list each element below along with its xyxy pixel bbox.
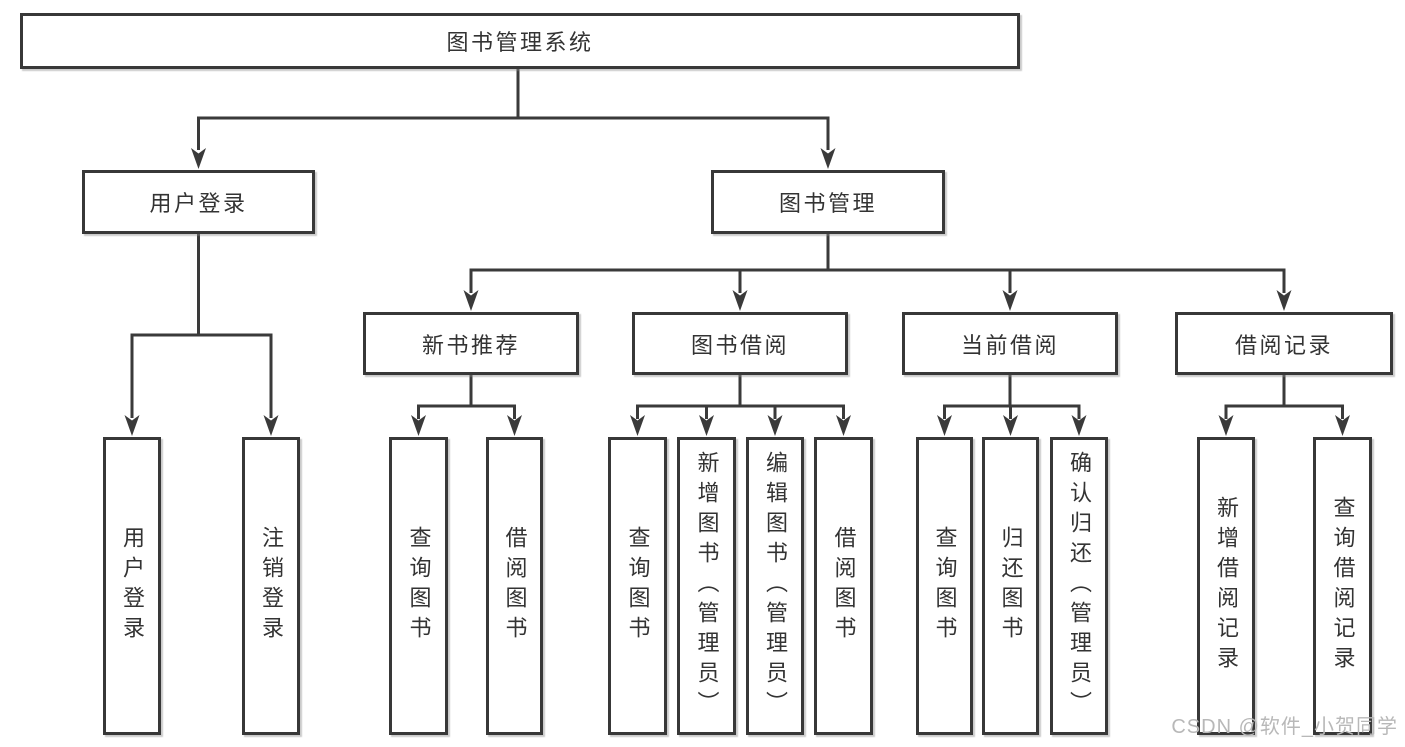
node-borrow-query-books: 查询图书 — [608, 437, 667, 735]
node-confirm-return-admin: 确认归还（管理员） — [1050, 437, 1108, 735]
arrowhead — [699, 415, 714, 436]
node-user-login: 用户登录 — [82, 170, 315, 234]
node-current-query-books: 查询图书 — [916, 437, 973, 735]
node-logout-action: 注销登录 — [242, 437, 300, 735]
connector-borrow-records-to-children — [1224, 375, 1344, 419]
node-book-management: 图书管理 — [711, 170, 945, 234]
arrowhead — [507, 415, 522, 436]
node-root-system: 图书管理系统 — [20, 13, 1020, 69]
arrowhead — [463, 290, 479, 311]
arrowhead — [1218, 415, 1234, 436]
node-user-login-action: 用户登录 — [103, 437, 161, 735]
arrowhead — [630, 415, 645, 436]
arrowhead — [1002, 290, 1018, 311]
arrowhead — [263, 415, 279, 436]
csdn-watermark: CSDN @软件_小贺同学 — [1171, 716, 1398, 738]
node-recommend-borrow-books: 借阅图书 — [486, 437, 543, 735]
node-return-books: 归还图书 — [982, 437, 1039, 735]
connector-current-borrow-to-children — [943, 375, 1081, 419]
arrowhead — [411, 415, 426, 436]
connector-user-login-to-children — [130, 234, 273, 418]
node-current-borrow: 当前借阅 — [902, 312, 1118, 375]
arrowhead — [820, 148, 836, 169]
node-new-book-recommend: 新书推荐 — [363, 312, 579, 375]
node-add-borrow-record: 新增借阅记录 — [1197, 437, 1255, 735]
arrowhead — [732, 290, 748, 311]
arrowhead — [1071, 415, 1087, 436]
node-recommend-query-books: 查询图书 — [389, 437, 448, 735]
arrowhead — [1335, 415, 1350, 436]
arrowhead — [191, 148, 206, 169]
arrowhead — [1003, 415, 1018, 436]
node-book-borrow: 图书借阅 — [632, 312, 848, 375]
connector-book-borrow-to-children — [636, 375, 845, 419]
node-edit-books-admin: 编辑图书（管理员） — [746, 437, 804, 735]
connector-book-management-to-level3 — [469, 234, 1286, 293]
arrowhead — [1276, 290, 1292, 311]
arrowhead — [836, 415, 851, 436]
arrowhead — [767, 415, 783, 436]
connector-root-to-level2 — [197, 69, 830, 150]
node-borrow-borrow-books: 借阅图书 — [814, 437, 873, 735]
arrowhead — [937, 415, 952, 436]
node-add-books-admin: 新增图书（管理员） — [677, 437, 736, 735]
node-borrow-records: 借阅记录 — [1175, 312, 1393, 375]
node-query-borrow-record: 查询借阅记录 — [1313, 437, 1372, 735]
arrowhead — [124, 415, 140, 436]
connector-new-book-recommend-to-children — [417, 375, 516, 419]
